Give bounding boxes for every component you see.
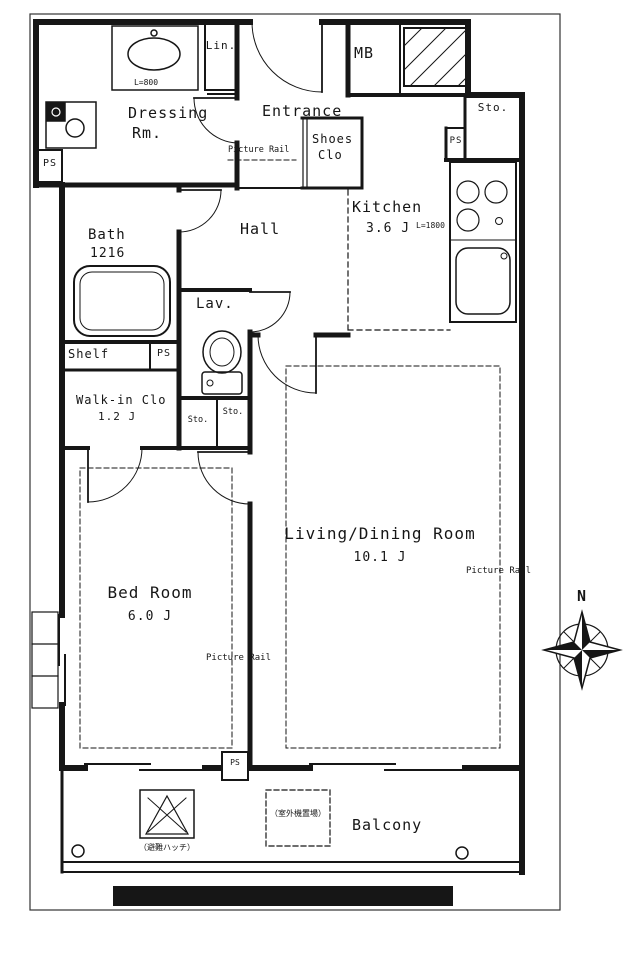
shaft-hatch	[403, 27, 467, 87]
picture-rail-label-entrance: Picture Rail	[228, 145, 290, 155]
room-label-kitchen-1: Kitchen	[352, 198, 423, 216]
vanity-counter	[111, 25, 199, 91]
room-label-living: Living/Dining Room	[284, 524, 476, 543]
evacuation-hatch-note: （避難ハッチ）	[139, 843, 195, 852]
room-label-walkin-1: Walk-in Clo	[76, 393, 167, 407]
picture-rail-living-outline	[285, 365, 501, 749]
stove-burner	[456, 180, 480, 204]
toilet	[201, 330, 243, 395]
interior-walls	[33, 19, 524, 874]
room-label-bath-1: Bath	[88, 227, 126, 243]
kitchen-zone-outline	[347, 189, 451, 331]
ac-unit-box	[265, 789, 331, 847]
lower-outer-wall	[113, 886, 453, 906]
ps-label-bottom: PS	[230, 758, 240, 767]
room-label-hall: Hall	[240, 220, 281, 238]
storage-label-a: Sto.	[187, 415, 209, 425]
storage-label-top: Sto.	[477, 101, 509, 114]
evacuation-hatch	[139, 789, 195, 839]
bathtub	[73, 265, 171, 337]
picture-rail-bedroom-outline	[79, 467, 233, 749]
room-label-shoes-2: Clo	[318, 148, 343, 162]
ps-label-top-left: PS	[42, 158, 58, 169]
pipe-shaft-boxes	[37, 149, 249, 781]
room-size-living: 10.1 J	[353, 550, 407, 565]
room-size-bath: 1216	[90, 246, 126, 261]
drain-cap	[71, 844, 85, 858]
room-label-lav: Lav.	[196, 296, 234, 312]
room-label-linen: Lin.	[205, 39, 237, 52]
room-label-shoes-1: Shoes	[312, 132, 354, 146]
picture-rail-label-living: Picture Rail	[466, 566, 532, 576]
room-label-bedroom: Bed Room	[107, 583, 193, 602]
storage-label-b: Sto.	[222, 407, 244, 417]
room-size-walkin: 1.2 J	[98, 410, 137, 423]
room-label-entrance: Entrance	[262, 102, 343, 120]
room-size-kitchen: 3.6 J	[366, 221, 411, 236]
door-swings	[87, 21, 323, 505]
picture-rail-label-bedroom: Picture Rail	[206, 653, 272, 663]
vanity-width-label: L=800	[133, 78, 159, 87]
north-label: N	[576, 587, 588, 605]
kitchen-width-label: L=1800	[416, 221, 445, 230]
ps-label-top-right: PS	[449, 136, 463, 146]
room-label-balcony: Balcony	[352, 816, 423, 834]
shelf-label: Shelf	[68, 347, 110, 361]
kitchen-counter	[449, 161, 517, 323]
ac-unit-note: （室外機置場）	[270, 809, 326, 818]
drain-cap	[455, 846, 469, 860]
compass-rose	[541, 609, 623, 691]
windows	[58, 614, 466, 771]
shutter-box	[31, 611, 59, 709]
washer-pan	[45, 101, 97, 149]
room-label-dressing-2: Rm.	[132, 124, 163, 142]
meter-box-label: MB	[354, 44, 375, 62]
ps-label-shelf: PS	[156, 348, 172, 359]
outer-walls	[33, 19, 525, 875]
faucet	[500, 252, 508, 260]
stove-burner	[456, 208, 480, 232]
balcony-railing	[61, 844, 521, 873]
kitchen-sink	[455, 247, 511, 315]
room-label-dressing-1: Dressing	[128, 104, 209, 122]
room-size-bedroom: 6.0 J	[127, 609, 173, 624]
stove-burner	[484, 180, 508, 204]
site-boundary	[29, 13, 561, 911]
